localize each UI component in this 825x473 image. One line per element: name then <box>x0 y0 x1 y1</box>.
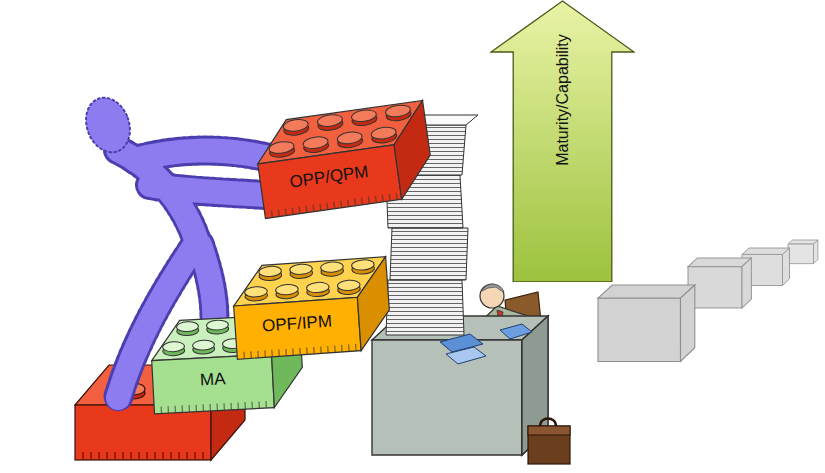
faded-desk <box>598 285 695 361</box>
brick-top <box>150 314 302 360</box>
faded-desk <box>788 240 818 264</box>
brick-studs <box>243 259 376 302</box>
stud-top <box>236 318 258 329</box>
brick-front <box>152 354 275 414</box>
brick-front <box>234 297 361 359</box>
stud-top <box>337 279 360 291</box>
stud-top <box>317 113 343 128</box>
brick-teeth <box>161 401 266 413</box>
stud-top <box>162 341 184 352</box>
brick-front <box>258 145 402 219</box>
arrow-body <box>491 1 634 282</box>
stud-top <box>259 266 282 278</box>
hair <box>482 284 504 292</box>
axis-label: Maturity/Capability <box>554 34 572 166</box>
stud-top <box>222 338 244 349</box>
brick-label: MA <box>200 369 227 390</box>
brick-label: OPP/QPM <box>288 162 369 193</box>
faded-desk <box>688 258 751 308</box>
stud-top <box>283 118 309 133</box>
brick-side <box>270 314 305 407</box>
stud-top <box>320 261 343 273</box>
arrow-label-holder: Maturity/Capability <box>554 34 572 166</box>
brick-face: OPF/IPM <box>234 297 361 351</box>
stud-top <box>302 135 328 150</box>
brick-face: MA <box>152 354 274 406</box>
stud-top <box>244 286 267 298</box>
stud-top <box>385 104 411 119</box>
briefcase <box>528 419 570 465</box>
lego-brick: OPF/IPM <box>231 257 392 360</box>
desk <box>372 316 548 455</box>
stud-top <box>206 320 228 331</box>
maturity-arrow: Maturity/Capability <box>490 0 635 282</box>
brick-shape <box>252 100 436 218</box>
brick-teeth <box>271 193 397 217</box>
stud-top <box>252 337 274 348</box>
stud-base <box>236 322 258 333</box>
brick-studs <box>161 316 289 356</box>
brick-shape <box>231 257 392 360</box>
stud-top <box>266 316 288 327</box>
stud-top <box>351 259 374 271</box>
stud-top <box>275 284 298 296</box>
stud-top <box>289 263 312 275</box>
stud-top <box>176 321 198 332</box>
brick-side <box>355 257 392 351</box>
stud-top <box>268 140 294 155</box>
stud-top <box>351 108 377 123</box>
stud-top <box>192 340 214 351</box>
head <box>480 284 504 308</box>
brick-label: OPF/IPM <box>262 312 333 337</box>
book <box>500 324 532 339</box>
stud-base <box>266 320 288 331</box>
stud-top <box>371 126 397 141</box>
stud-top <box>336 131 362 146</box>
stud-base <box>252 341 274 352</box>
brick-side <box>388 100 435 199</box>
book <box>446 347 486 364</box>
stud-top <box>306 282 329 294</box>
lego-brick: OPP/QPM <box>252 100 436 218</box>
